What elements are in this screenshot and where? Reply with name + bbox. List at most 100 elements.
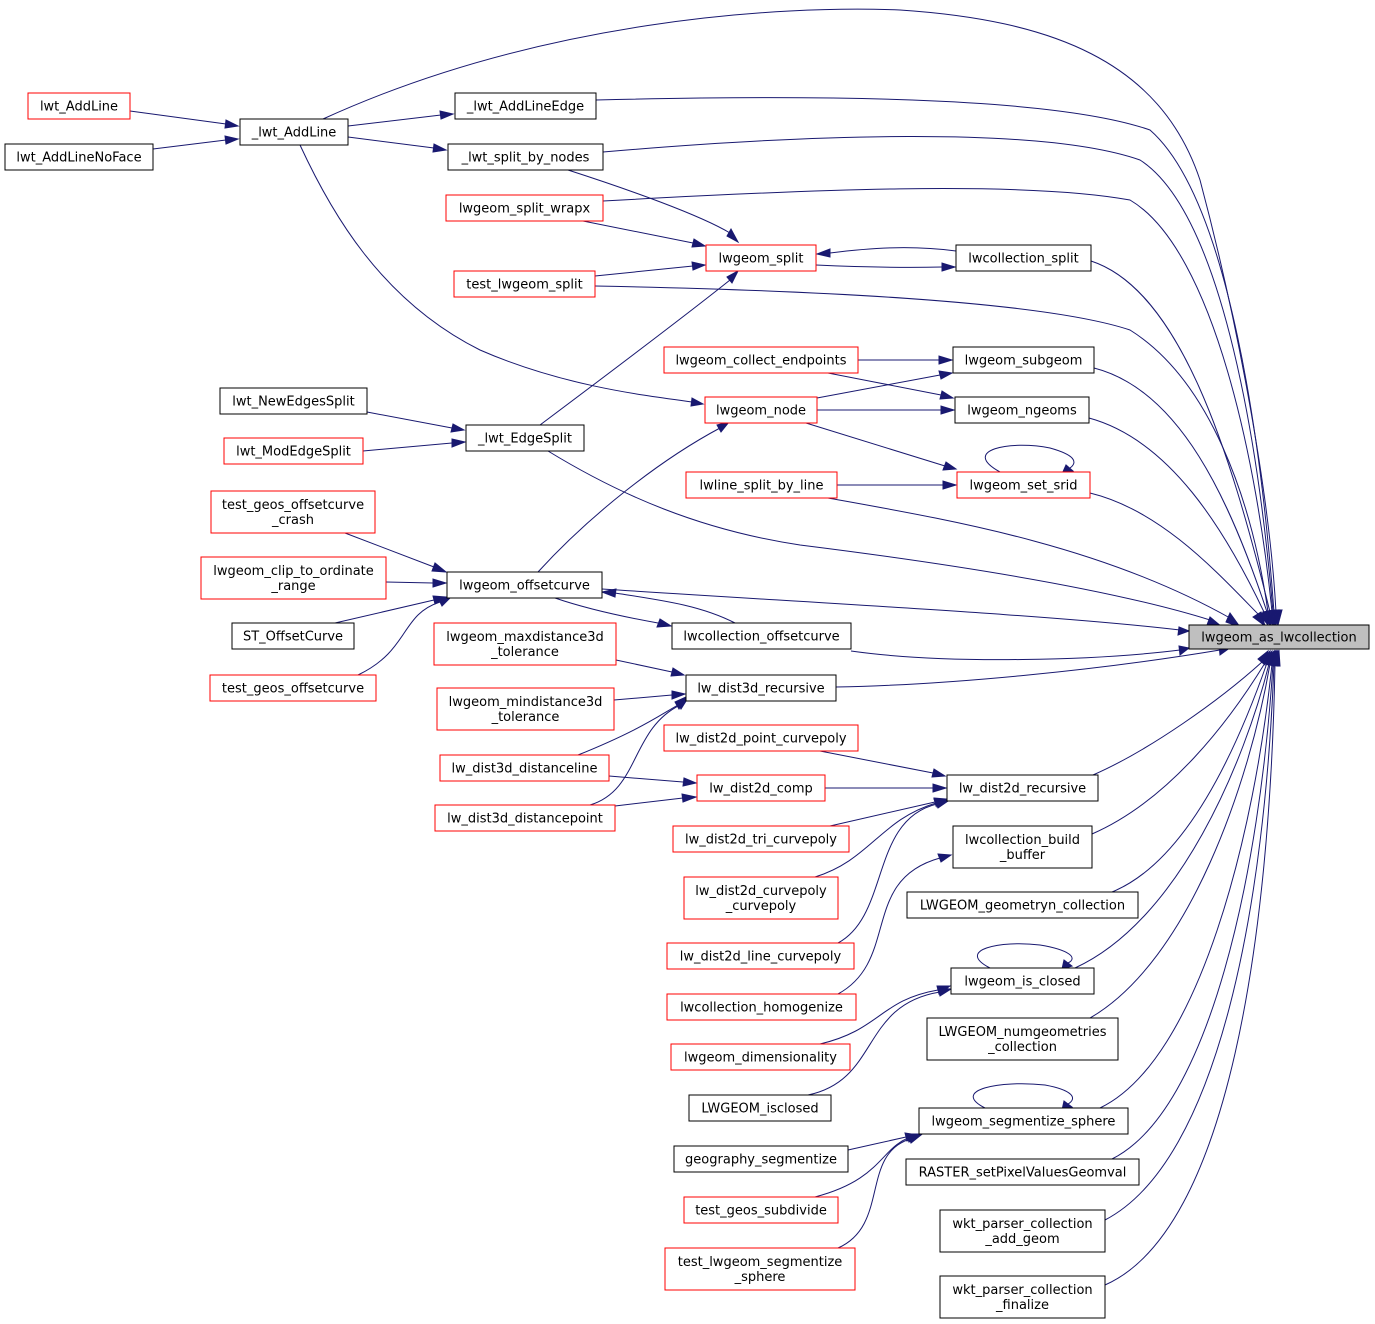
- node-test-geos-offsetcurve[interactable]: test_geos_offsetcurve: [209, 674, 377, 702]
- node-box[interactable]: [918, 1107, 1129, 1135]
- node-box[interactable]: [219, 387, 368, 415]
- node-lw-dist2d-comp[interactable]: lw_dist2d_comp: [696, 774, 826, 802]
- node-lwt-addlinenoface[interactable]: lwt_AddLineNoFace: [4, 143, 154, 171]
- node-box[interactable]: [696, 774, 826, 802]
- node-lwgeom-isclosed[interactable]: LWGEOM_isclosed: [688, 1094, 832, 1122]
- node-lwt-addline[interactable]: _lwt_AddLine: [239, 118, 349, 146]
- node-geography-segmentize[interactable]: geography_segmentize: [673, 1145, 849, 1173]
- node-box[interactable]: [210, 490, 376, 534]
- node-box[interactable]: [688, 1094, 832, 1122]
- node-box[interactable]: [436, 687, 615, 731]
- node-lwgeom-offsetcurve[interactable]: lwgeom_offsetcurve: [446, 571, 603, 599]
- node-wkt-parser-collection-add-geom[interactable]: wkt_parser_collection_add_geom: [939, 1209, 1106, 1253]
- node-lw-dist2d-recursive[interactable]: lw_dist2d_recursive: [946, 774, 1099, 802]
- node-lwt-split-by-nodes[interactable]: _lwt_split_by_nodes: [447, 143, 604, 171]
- node-box[interactable]: [939, 1275, 1106, 1319]
- node-box[interactable]: [939, 1209, 1106, 1253]
- node-box[interactable]: [664, 1247, 856, 1291]
- node-box[interactable]: [439, 754, 610, 782]
- node-test-lwgeom-segmentize-sphere[interactable]: test_lwgeom_segmentize_sphere: [664, 1247, 856, 1291]
- node-box[interactable]: [672, 825, 850, 853]
- node-box[interactable]: [705, 244, 817, 272]
- node-lwgeom-subgeom[interactable]: lwgeom_subgeom: [952, 346, 1095, 374]
- node-box[interactable]: [453, 270, 596, 298]
- node-box[interactable]: [27, 92, 131, 120]
- node-lw-dist3d-recursive[interactable]: lw_dist3d_recursive: [685, 674, 837, 702]
- node-lwt-edgesplit[interactable]: _lwt_EdgeSplit: [465, 424, 585, 452]
- node-lw-dist2d-point-curvepoly[interactable]: lw_dist2d_point_curvepoly: [663, 724, 859, 752]
- node-box[interactable]: [670, 1043, 851, 1071]
- node-box[interactable]: [1188, 624, 1370, 650]
- node-test-geos-subdivide[interactable]: test_geos_subdivide: [683, 1196, 839, 1224]
- node-box[interactable]: [445, 194, 604, 222]
- node-lw-dist2d-tri-curvepoly[interactable]: lw_dist2d_tri_curvepoly: [672, 825, 850, 853]
- node-lwcollection-homogenize[interactable]: lwcollection_homogenize: [666, 993, 857, 1021]
- node-lwgeom-dimensionality[interactable]: lwgeom_dimensionality: [670, 1043, 851, 1071]
- node-lwcollection-build-buffer[interactable]: lwcollection_build_buffer: [952, 825, 1093, 869]
- node-box[interactable]: [446, 571, 603, 599]
- node-box[interactable]: [952, 825, 1093, 869]
- node-lwgeom-node[interactable]: lwgeom_node: [704, 396, 818, 424]
- node-lwcollection-split[interactable]: lwcollection_split: [955, 244, 1092, 272]
- node-lwline-split-by-line[interactable]: lwline_split_by_line: [685, 471, 838, 499]
- node-lwt-newedgessplit[interactable]: lwt_NewEdgesSplit: [219, 387, 368, 415]
- node-box[interactable]: [209, 674, 377, 702]
- node-lw-dist2d-line-curvepoly[interactable]: lw_dist2d_line_curvepoly: [666, 942, 855, 970]
- node-box[interactable]: [663, 346, 859, 374]
- node-lwt-addline[interactable]: lwt_AddLine: [27, 92, 131, 120]
- node-box[interactable]: [200, 556, 387, 600]
- node-wkt-parser-collection-finalize[interactable]: wkt_parser_collection_finalize: [939, 1275, 1106, 1319]
- node-box[interactable]: [454, 92, 597, 120]
- node-box[interactable]: [956, 471, 1091, 499]
- node-box[interactable]: [906, 891, 1139, 919]
- node-lwgeom-geometryn-collection[interactable]: LWGEOM_geometryn_collection: [906, 891, 1139, 919]
- node-box[interactable]: [683, 1196, 839, 1224]
- node-box[interactable]: [926, 1017, 1119, 1061]
- node-st-offsetcurve[interactable]: ST_OffsetCurve: [231, 622, 355, 650]
- node-box[interactable]: [952, 346, 1095, 374]
- node-lwgeom-mindistance3d-tolerance[interactable]: lwgeom_mindistance3d_tolerance: [436, 687, 615, 731]
- node-lwt-modedgesplit[interactable]: lwt_ModEdgeSplit: [223, 437, 364, 465]
- node-box[interactable]: [685, 674, 837, 702]
- node-lwt-addlineedge[interactable]: _lwt_AddLineEdge: [454, 92, 597, 120]
- node-test-geos-offsetcurve-crash[interactable]: test_geos_offsetcurve_crash: [210, 490, 376, 534]
- node-lw-dist3d-distanceline[interactable]: lw_dist3d_distanceline: [439, 754, 610, 782]
- node-box[interactable]: [465, 424, 585, 452]
- node-box[interactable]: [905, 1158, 1140, 1186]
- node-box[interactable]: [704, 396, 818, 424]
- node-lw-dist2d-curvepoly-curvepoly[interactable]: lw_dist2d_curvepoly_curvepoly: [683, 876, 839, 920]
- node-box[interactable]: [673, 1145, 849, 1173]
- node-root[interactable]: lwgeom_as_lwcollection: [1188, 624, 1370, 650]
- node-box[interactable]: [946, 774, 1099, 802]
- node-lwgeom-split[interactable]: lwgeom_split: [705, 244, 817, 272]
- node-lwgeom-collect-endpoints[interactable]: lwgeom_collect_endpoints: [663, 346, 859, 374]
- node-lwcollection-offsetcurve[interactable]: lwcollection_offsetcurve: [671, 622, 852, 650]
- node-box[interactable]: [434, 804, 616, 832]
- node-box[interactable]: [433, 622, 617, 666]
- node-lwgeom-clip-to-ordinate-range[interactable]: lwgeom_clip_to_ordinate_range: [200, 556, 387, 600]
- node-box[interactable]: [950, 967, 1095, 995]
- node-box[interactable]: [239, 118, 349, 146]
- node-lwgeom-maxdistance3d-tolerance[interactable]: lwgeom_maxdistance3d_tolerance: [433, 622, 617, 666]
- node-box[interactable]: [666, 942, 855, 970]
- node-lwgeom-set-srid[interactable]: lwgeom_set_srid: [956, 471, 1091, 499]
- node-box[interactable]: [671, 622, 852, 650]
- node-box[interactable]: [954, 396, 1090, 424]
- node-lwgeom-segmentize-sphere[interactable]: lwgeom_segmentize_sphere: [918, 1107, 1129, 1135]
- node-lwgeom-is-closed[interactable]: lwgeom_is_closed: [950, 967, 1095, 995]
- node-lwgeom-ngeoms[interactable]: lwgeom_ngeoms: [954, 396, 1090, 424]
- node-box[interactable]: [663, 724, 859, 752]
- node-box[interactable]: [223, 437, 364, 465]
- node-box[interactable]: [4, 143, 154, 171]
- node-box[interactable]: [231, 622, 355, 650]
- node-lw-dist3d-distancepoint[interactable]: lw_dist3d_distancepoint: [434, 804, 616, 832]
- node-box[interactable]: [447, 143, 604, 171]
- node-box[interactable]: [666, 993, 857, 1021]
- node-box[interactable]: [685, 471, 838, 499]
- node-lwgeom-numgeometries-collection[interactable]: LWGEOM_numgeometries_collection: [926, 1017, 1119, 1061]
- node-box[interactable]: [683, 876, 839, 920]
- node-test-lwgeom-split[interactable]: test_lwgeom_split: [453, 270, 596, 298]
- node-raster-setpixelvaluesgeomval[interactable]: RASTER_setPixelValuesGeomval: [905, 1158, 1140, 1186]
- node-lwgeom-split-wrapx[interactable]: lwgeom_split_wrapx: [445, 194, 604, 222]
- node-box[interactable]: [955, 244, 1092, 272]
